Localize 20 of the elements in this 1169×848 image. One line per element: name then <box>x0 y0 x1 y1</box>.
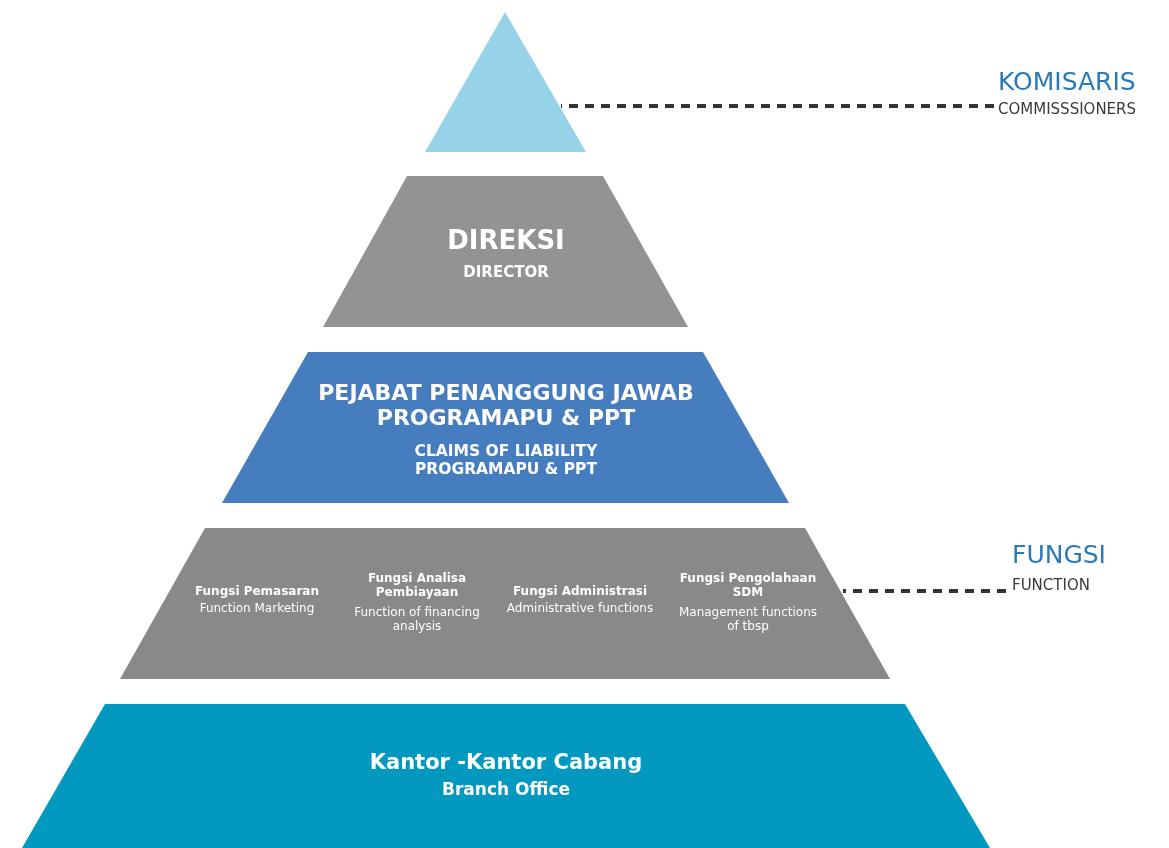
tier-heading: KOMISARIS <box>998 68 1137 97</box>
function-heading: Fungsi Analisa Pembiayaan <box>366 572 468 600</box>
tier-heading: PEJABAT PENANGGUNG JAWAB PROGRAMAPU & PPT <box>317 380 695 431</box>
tier-subtitle: DIRECTOR <box>462 264 550 282</box>
function-description: Administrative functions <box>505 602 655 616</box>
tier-heading: Kantor -Kantor Cabang <box>368 750 644 775</box>
tier-heading: DIREKSI <box>446 226 566 256</box>
leader-line <box>843 589 1006 593</box>
function-heading: Fungsi Administrasi <box>512 585 648 599</box>
function-description: Management functions of tbsp <box>678 606 818 634</box>
tier-heading: FUNGSI <box>1012 541 1107 570</box>
function-heading: Fungsi Pemasaran <box>193 585 320 599</box>
tier-subtitle: Branch Office <box>441 780 571 800</box>
tier-subtitle: COMMISSSIONERS <box>998 101 1138 119</box>
leader-line <box>561 104 994 108</box>
function-description: Function Marketing <box>198 602 316 616</box>
function-heading: Fungsi Pengolahaan SDM <box>678 572 818 600</box>
tier-subtitle: FUNCTION <box>1012 577 1091 595</box>
function-description: Function of financing analysis <box>353 606 481 634</box>
tier-subtitle: CLAIMS OF LIABILITY PROGRAMAPU & PPT <box>413 443 599 479</box>
